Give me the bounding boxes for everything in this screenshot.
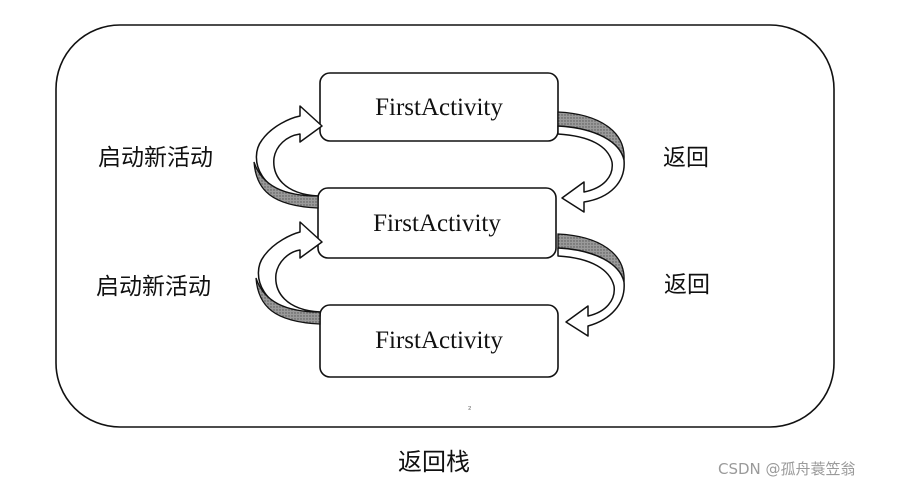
- activity-box-middle: [317, 187, 557, 259]
- activity-label-middle: FirstActivity: [373, 210, 501, 237]
- watermark: CSDN @孤舟蓑笠翁: [718, 460, 856, 478]
- small-mark: ²: [468, 405, 471, 414]
- back-label-upper: 返回: [663, 145, 709, 171]
- start-arrow-upper: [253, 105, 323, 209]
- diagram-caption: 返回栈: [398, 448, 470, 476]
- activity-label-bottom: FirstActivity: [375, 327, 503, 354]
- back-arrow-lower: [557, 233, 625, 337]
- back-label-lower: 返回: [664, 272, 710, 298]
- activity-box-bottom: [319, 304, 559, 378]
- stack-container: [55, 24, 835, 428]
- start-label-lower: 启动新活动: [96, 274, 211, 300]
- activity-box-top: [319, 72, 559, 142]
- start-label-upper: 启动新活动: [98, 145, 213, 171]
- start-arrow-lower: [255, 221, 323, 325]
- activity-label-top: FirstActivity: [375, 94, 503, 121]
- back-arrow-upper: [557, 111, 625, 213]
